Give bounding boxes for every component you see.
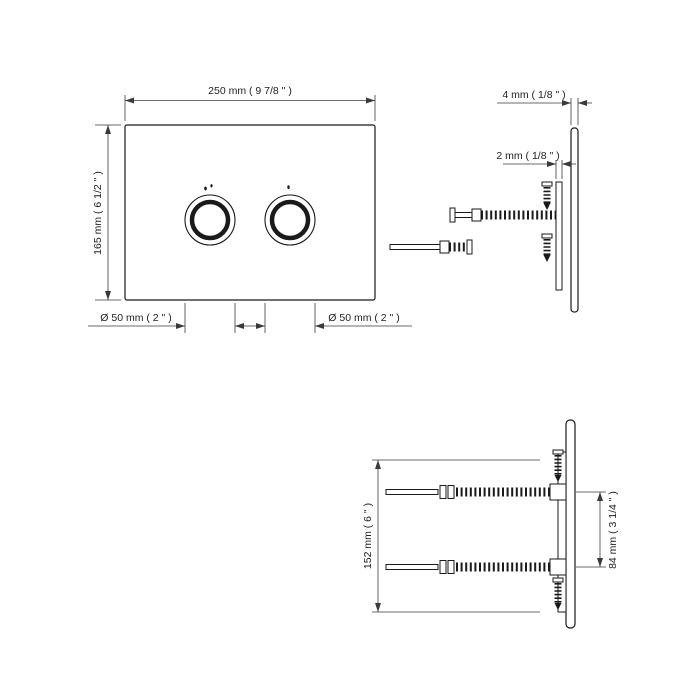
rod-clip xyxy=(447,485,455,499)
frame-height-label: 152 mm ( 6 " ) xyxy=(362,503,374,569)
rod-guide-block xyxy=(549,483,567,501)
right-button-inner-ring xyxy=(269,199,311,241)
rod-shaft xyxy=(385,564,439,570)
rod-clip xyxy=(439,485,447,499)
rod-clip xyxy=(447,560,455,574)
left-flush-button xyxy=(184,184,236,246)
screw-tip xyxy=(543,203,551,210)
screw-tip xyxy=(554,603,562,610)
arrow-up xyxy=(105,125,111,134)
rod-paddle xyxy=(466,239,473,255)
lower-actuator-rod xyxy=(385,560,550,574)
button-height-dimension: 2 mm ( 1/8 " ) xyxy=(496,150,576,179)
width-dimension-label: 250 mm ( 9 7/8 " ) xyxy=(208,85,292,97)
plate-edge-profile xyxy=(570,127,579,313)
arrow xyxy=(176,323,185,329)
rod-nut xyxy=(439,240,450,254)
rod-nut xyxy=(471,208,482,222)
plate-thickness-label: 4 mm ( 1/8 " ) xyxy=(502,89,565,101)
height-dimension-label: 165 mm ( 6 1/2 " ) xyxy=(92,171,104,255)
upper-actuator-rod xyxy=(385,485,550,499)
left-button-diameter-label: Ø 50 mm ( 2 " ) xyxy=(100,312,171,324)
button-height-label: 2 mm ( 1/8 " ) xyxy=(496,150,559,162)
rod-shaft xyxy=(454,212,473,218)
arrow-right xyxy=(366,97,375,104)
plate-thickness-dimension: 4 mm ( 1/8 " ) xyxy=(497,89,592,125)
arrow xyxy=(235,323,244,329)
rear-view: 152 mm ( 6 " ) 84 mm ( 3 1/4 " ) xyxy=(362,419,619,629)
height-dimension: 165 mm ( 6 1/2 " ) xyxy=(92,124,121,301)
arrow xyxy=(562,161,571,167)
front-view: 250 mm ( 9 7/8 " ) 165 mm ( 6 1/2 " ) Ø … xyxy=(88,85,412,333)
left-button-diameter-dimension: Ø 50 mm ( 2 " ) xyxy=(88,303,265,333)
arrow xyxy=(315,323,324,329)
screw-head xyxy=(552,577,564,583)
arrow-down xyxy=(105,291,111,300)
arrow xyxy=(562,100,571,106)
arrow xyxy=(547,161,556,167)
arrow-down xyxy=(375,603,381,612)
frame-height-dimension: 152 mm ( 6 " ) xyxy=(362,459,540,613)
lower-fixing-screw xyxy=(552,577,564,610)
lower-actuator-rod xyxy=(389,239,473,255)
right-button-diameter-dimension: Ø 50 mm ( 2 " ) xyxy=(256,303,412,333)
left-button-outer-ring xyxy=(184,194,236,246)
screw-tip xyxy=(543,255,551,262)
side-view: 4 mm ( 1/8 " ) 2 mm ( 1/8 " ) xyxy=(389,89,592,313)
right-button-outer-ring xyxy=(264,194,316,246)
rod-spacing-label: 84 mm ( 3 1/4 " ) xyxy=(607,491,619,569)
screw-head xyxy=(552,449,564,455)
plate-outline xyxy=(124,124,376,301)
plate-edge-profile xyxy=(565,419,576,629)
arrow xyxy=(578,100,587,106)
screw-head xyxy=(541,181,553,187)
upper-fixing-screw xyxy=(552,449,564,482)
upper-actuator-rod xyxy=(449,207,556,223)
large-drop-icon xyxy=(204,186,207,191)
left-button-inner-ring xyxy=(189,199,231,241)
right-button-diameter-label: Ø 50 mm ( 2 " ) xyxy=(328,312,399,324)
arrow-up xyxy=(375,460,381,469)
upper-fixing-screw xyxy=(541,181,553,210)
rod-shaft xyxy=(389,244,441,250)
arrow-up xyxy=(597,492,603,501)
arrow-down xyxy=(597,558,603,567)
lower-fixing-screw xyxy=(541,233,553,262)
rod-shaft xyxy=(385,489,439,495)
width-dimension: 250 mm ( 9 7/8 " ) xyxy=(124,85,376,121)
arrow xyxy=(256,323,265,329)
mounting-frame-edge xyxy=(555,181,563,291)
screw-head xyxy=(541,233,553,239)
screw-tip xyxy=(554,475,562,482)
rod-guide-block xyxy=(549,558,567,576)
rod-clip xyxy=(439,560,447,574)
arrow-left xyxy=(125,97,134,104)
right-flush-button xyxy=(264,185,316,246)
large-drop-icon xyxy=(210,184,213,188)
rod-spacing-dimension: 84 mm ( 3 1/4 " ) xyxy=(576,491,619,569)
rod-paddle xyxy=(449,207,456,223)
small-drop-icon xyxy=(287,185,290,190)
